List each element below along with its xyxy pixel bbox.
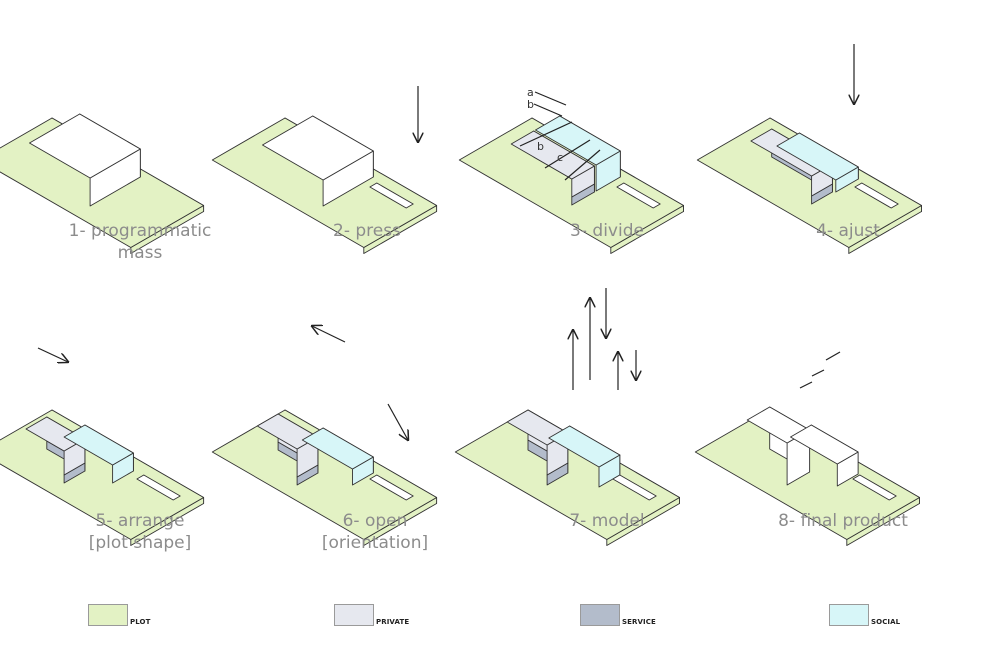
step-1-diagram [0, 113, 205, 254]
divide-label-a: a [527, 86, 534, 99]
social-top [535, 115, 621, 166]
step-4-caption: 4- ajust [816, 221, 880, 241]
pool [136, 474, 181, 501]
legend-service-label: SERVICE [622, 618, 656, 626]
final-window-0 [811, 369, 825, 377]
step-6-caption: 6- open[orientation] [321, 511, 429, 553]
bar-private-top [510, 130, 595, 180]
divide-line-a [534, 91, 567, 106]
mass-top [262, 115, 374, 181]
step-7-caption: 7- model [569, 511, 645, 531]
legend-plot-label: PLOT [130, 618, 151, 626]
divide-label-c: c [557, 151, 563, 164]
final-window-1 [799, 381, 813, 389]
step-6-diagram [211, 326, 438, 546]
step-2-diagram [211, 86, 438, 254]
social-top [548, 425, 621, 468]
legend-plot-swatch [88, 604, 128, 626]
plot-slab [454, 409, 680, 540]
step-5-caption: 5- arrange[plot shape] [88, 511, 192, 553]
pool [369, 474, 414, 501]
divide-label-b: b [527, 98, 534, 111]
legend-social-swatch [829, 604, 869, 626]
pool [854, 182, 899, 209]
social-top [301, 427, 374, 470]
plot-slab [694, 409, 920, 540]
final-window-2 [825, 351, 841, 361]
bar-private-top [25, 416, 86, 452]
social-top [776, 132, 859, 181]
step-4-diagram [696, 44, 922, 254]
step-2-caption: 2- press [333, 221, 401, 241]
divide-line-b2 [519, 121, 573, 147]
open-arrow-up [312, 326, 346, 343]
step-8-diagram [694, 351, 920, 546]
final-private-top [746, 406, 811, 444]
social-top [63, 424, 134, 466]
pool [616, 182, 661, 209]
pool [852, 474, 897, 501]
legend-private-swatch [334, 604, 374, 626]
divide-line-c [544, 139, 591, 169]
mass-top [29, 113, 141, 179]
pool [369, 182, 414, 209]
plot-slab [211, 409, 438, 540]
divide-line-b [533, 103, 563, 117]
plot-slab [696, 117, 922, 248]
step-7-diagram [454, 288, 680, 546]
legend-social-label: SOCIAL [871, 618, 901, 626]
legend-private-label: PRIVATE [376, 618, 410, 626]
step-5-diagram [0, 347, 205, 546]
final-social-top [790, 424, 859, 465]
divide-label-b: b [537, 140, 544, 153]
arrange-arrow [37, 347, 68, 362]
divide-line-c2 [564, 149, 601, 181]
pool [612, 474, 657, 501]
legend-service-swatch [580, 604, 620, 626]
open-arrow-down [387, 403, 408, 440]
step-3-caption: 3- divide [570, 221, 644, 241]
step-8-caption: 8- final product [778, 511, 908, 531]
